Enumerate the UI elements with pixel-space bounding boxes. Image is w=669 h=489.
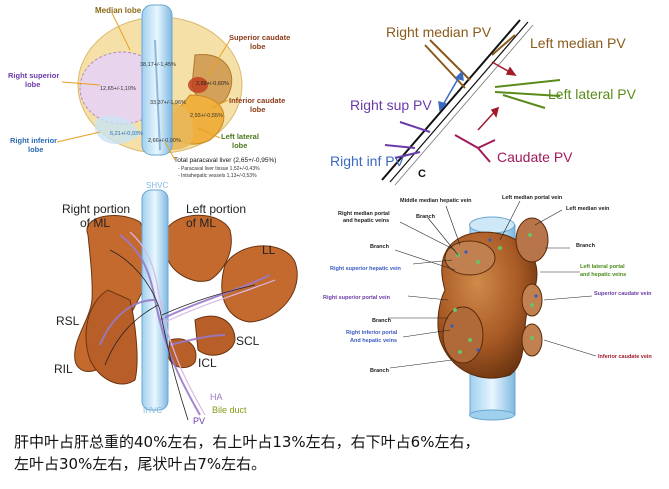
right-inferior-value: 6,21+/-0,93% xyxy=(110,131,143,137)
ihvc-label: IHVC xyxy=(143,406,162,415)
caudate-highlight xyxy=(188,77,208,93)
arrows-red xyxy=(477,61,517,131)
inferior-caudate-label-1: Inferior caudate xyxy=(229,96,285,105)
superior-caudate-vein-label: Superior caudate vein xyxy=(594,291,652,297)
lateral-branches xyxy=(494,79,561,109)
right-ml-label-2: of ML xyxy=(80,216,110,230)
left-ml-label-2: of ML xyxy=(186,216,216,230)
pv-label: PV xyxy=(193,416,205,426)
main-pv-line-3 xyxy=(394,24,534,186)
lower-left-blob xyxy=(442,306,484,364)
left-lateral-label-1: Left lateral xyxy=(221,132,259,141)
bile-duct-label: Bile duct xyxy=(212,405,247,415)
caption-line-2: 左叶占30%左右，尾状叶占7%左右。 xyxy=(14,455,267,473)
vessel-dots xyxy=(453,233,534,354)
left-median-vein-label: Left median vein xyxy=(566,206,610,212)
median-lobe-label: Median lobe xyxy=(95,6,142,15)
right-superior-value: 12,65+/-1,10% xyxy=(100,86,136,92)
panel-portal-veins: Right median PV Left median PV Left late… xyxy=(330,19,637,186)
superior-caudate-label-1: Superior caudate xyxy=(229,33,290,42)
right-inf-pv-label: Right inf PV xyxy=(330,153,405,169)
vessel-dots-blue xyxy=(450,238,538,352)
shvc-label: SHVC xyxy=(146,181,168,190)
rsl-shape xyxy=(85,289,138,385)
right-inferior-label-2: lobe xyxy=(28,145,43,154)
right-median-portal-label-2: and hepatic veins xyxy=(343,218,389,224)
rsl-label: RSL xyxy=(56,314,80,328)
left-median-portal-vein-label: Left median portal vein xyxy=(502,195,563,201)
ll-label: LL xyxy=(262,243,276,257)
paracaval-value: 2,66+/-0,90% xyxy=(148,138,181,144)
branch-label-4: Branch xyxy=(372,318,392,324)
left-ml-shape xyxy=(164,214,232,282)
total-paracaval-line-3: - Intrahepatic vessels 1,13+/-0,53% xyxy=(178,173,257,179)
median-value: 38,17+/-1,45% xyxy=(140,62,176,68)
right-median-pv-label: Right median PV xyxy=(386,24,492,40)
icl-label: ICL xyxy=(198,356,217,370)
inferior-caudate-vein-label: Inferior caudate vein xyxy=(598,354,652,360)
right-median-portal-label-1: Right median portal xyxy=(338,211,390,217)
leader-lines-tl xyxy=(56,12,231,161)
c-label: C xyxy=(418,168,426,180)
right-inferior-label-1: Right inferior xyxy=(10,136,57,145)
leader-lines-br xyxy=(388,200,597,369)
sup-inf-branches xyxy=(384,121,431,159)
panel-lobe-anatomy: SHVC Right portion of ML Left portion of… xyxy=(54,181,298,426)
right-ml-label-1: Right portion xyxy=(62,202,130,216)
caption: 肝中叶占肝总重的40%左右，右上叶占13%左右，右下叶占6%左右， 左叶占30%… xyxy=(14,431,654,475)
right-inferior-portal-label-2: And hepatic veins xyxy=(350,338,397,344)
bile-duct-tree xyxy=(104,249,256,421)
right-inferior-portal-label-1: Right inferior portal xyxy=(346,330,398,336)
branch-label-5: Branch xyxy=(370,368,390,374)
left-median-pv-label: Left median PV xyxy=(530,35,626,51)
caudate-branches xyxy=(454,134,496,163)
right-superior-hv-label: Right superior hepatic vein xyxy=(330,266,402,272)
caudate-pv-label: Caudate PV xyxy=(497,149,573,165)
superior-caudate-value: 2,89+/-0,60% xyxy=(196,81,229,87)
left-lateral-value: 33,37+/-1,96% xyxy=(150,100,186,106)
total-paracaval-line-1: Total paracaval liver (2,65+/-0,95%) xyxy=(174,157,276,164)
inferior-caudate-value: 2,93+/-0,55% xyxy=(190,113,223,119)
middle-median-hv-label: Middle median hepatic vein xyxy=(400,198,472,204)
branch-label-2: Branch xyxy=(576,243,596,249)
scl-label: SCL xyxy=(236,334,260,348)
main-pv-line-2 xyxy=(389,21,529,183)
total-paracaval-line-2: - Paracaval liver tissue 1,52+/-0,43% xyxy=(178,166,260,172)
panel-3d-vessels: Middle median hepatic vein Left median p… xyxy=(323,195,652,421)
left-lateral-pv-label: Left lateral PV xyxy=(548,86,637,102)
left-lateral-portal-label-1: Left lateral portal xyxy=(580,264,625,270)
branch-label-1: Branch xyxy=(416,214,436,220)
left-ml-label-1: Left portion xyxy=(186,202,246,216)
superior-caudate-blob xyxy=(521,283,543,317)
ha-label: HA xyxy=(210,392,223,402)
branch-label-3: Branch xyxy=(370,244,390,250)
top-right-blob xyxy=(515,217,549,263)
right-sup-pv-label: Right sup PV xyxy=(350,97,432,113)
median-branches xyxy=(424,34,516,89)
left-lateral-label-2: lobe xyxy=(232,141,247,150)
arrows-blue xyxy=(438,70,464,112)
vessel-tree-light xyxy=(129,231,276,416)
superior-caudate-label-2: lobe xyxy=(250,42,265,51)
ril-label: RIL xyxy=(54,362,73,376)
upper-lobe-blob xyxy=(444,240,496,276)
main-pv-line-1 xyxy=(381,19,521,181)
left-lateral-portal-label-2: and hepatic veins xyxy=(580,272,626,278)
right-inferior-lobe-region xyxy=(95,115,140,145)
icl-shape xyxy=(167,338,197,369)
ll-shape xyxy=(221,245,298,323)
panel-lobe-weights: Median lobe Superior caudate lobe Right … xyxy=(8,4,290,179)
inferior-caudate-label-2: lobe xyxy=(250,105,265,114)
right-superior-pv-label: Right superior portal vein xyxy=(323,295,391,301)
caption-line-1: 肝中叶占肝总重的40%左右，右上叶占13%左右，右下叶占6%左右， xyxy=(14,433,480,451)
right-superior-label-1: Right superior xyxy=(8,71,59,80)
right-superior-label-2: lobe xyxy=(25,80,40,89)
